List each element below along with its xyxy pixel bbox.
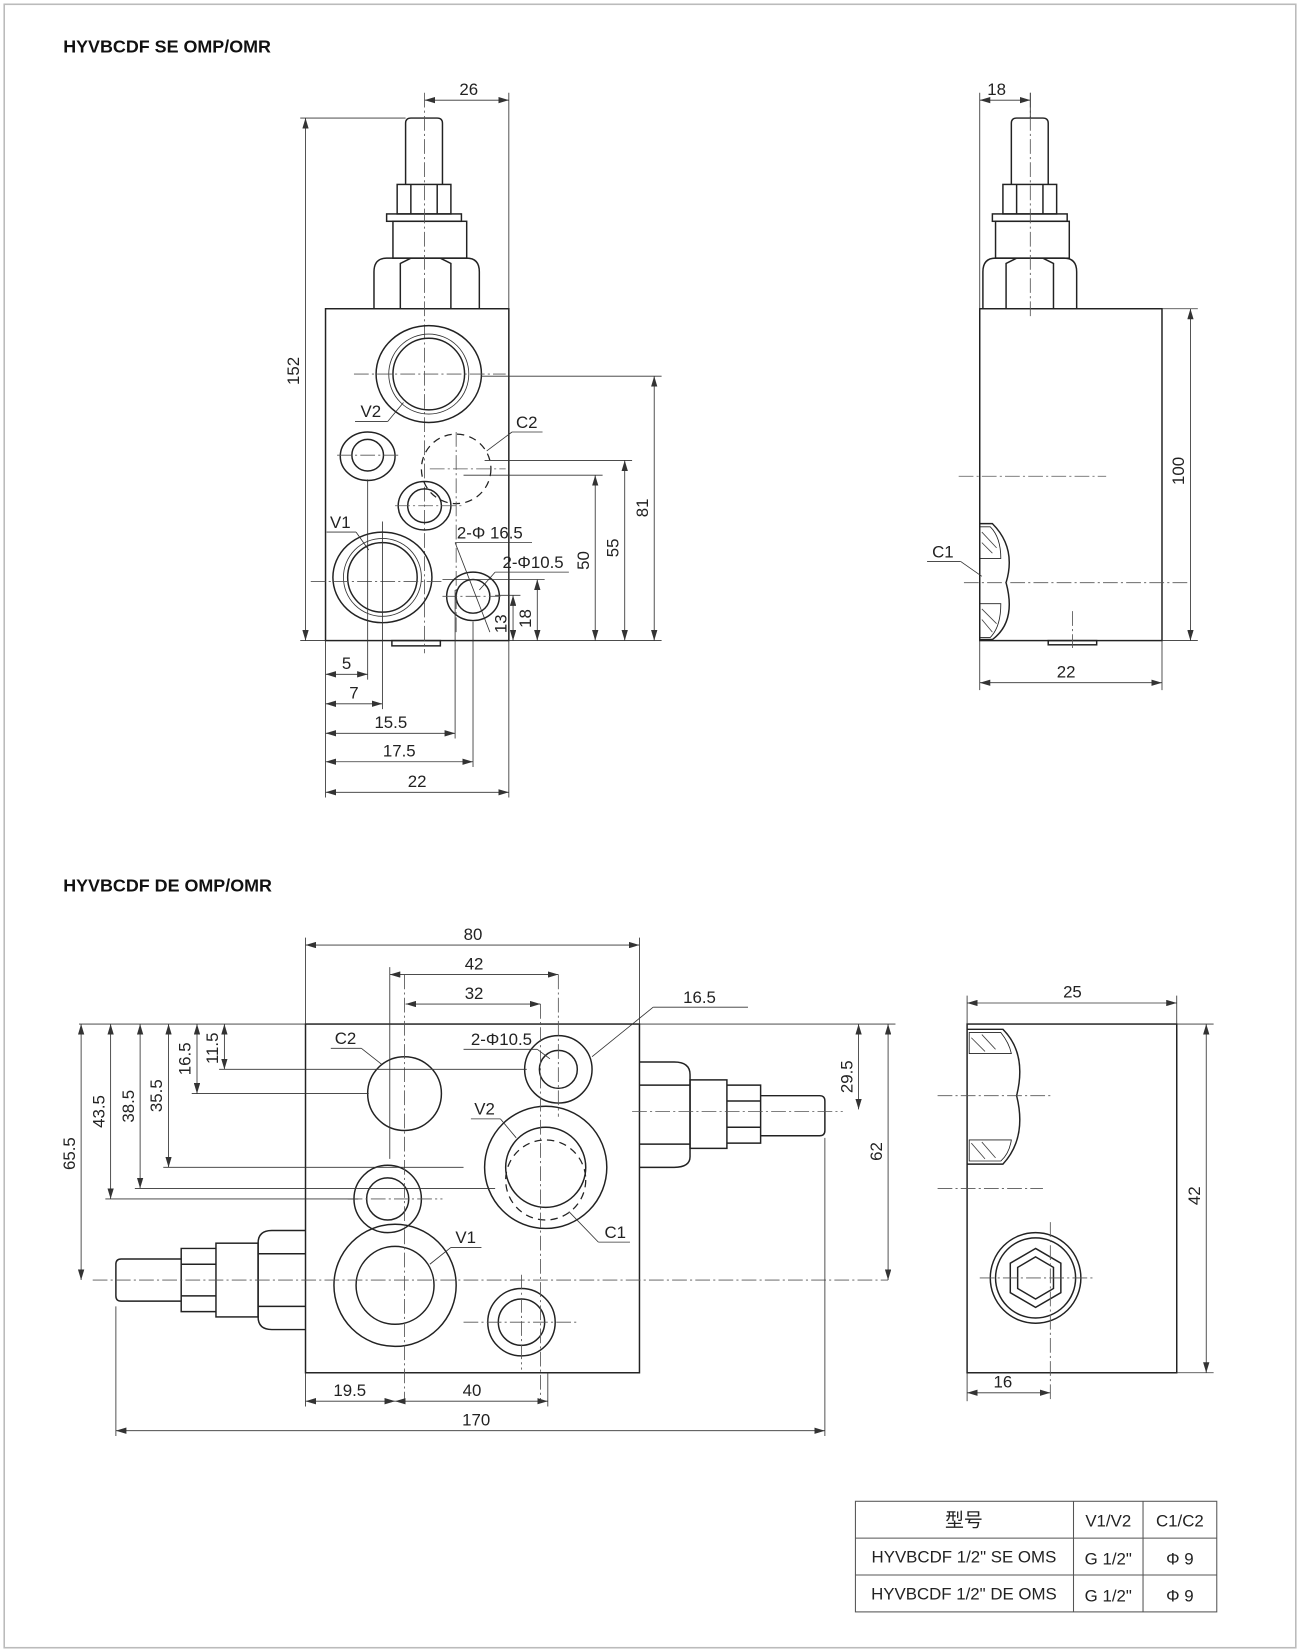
table-cell: HYVBCDF 1/2" SE OMS (872, 1547, 1057, 1566)
dimension-label: 19.5 (333, 1381, 366, 1400)
dimension-label: 16.5 (683, 988, 716, 1007)
dimension-label: 38.5 (119, 1090, 138, 1123)
hole-label-16-5: 2-Φ 16.5 (457, 523, 523, 542)
dimension-label: 16 (994, 1373, 1013, 1392)
dimension-label: 81 (633, 498, 652, 517)
extension-line (568, 1211, 599, 1243)
dimension-label: 7 (349, 684, 358, 703)
port-label-v1: V1 (330, 513, 351, 532)
table-header-v1v2: V1/V2 (1085, 1512, 1131, 1531)
table-cell: Φ 9 (1166, 1586, 1194, 1605)
extension-line (591, 1006, 654, 1058)
dimension-label: 26 (459, 80, 478, 99)
dimension-label: 152 (284, 357, 303, 385)
dimension-label: 25 (1063, 983, 1082, 1002)
dimension-label: 22 (1057, 662, 1076, 681)
dimension-label: 18 (516, 609, 535, 628)
sheet-border (3, 3, 1297, 1649)
de-side-view (937, 1023, 1178, 1402)
hole-label-10-5: 2-Φ10.5 (502, 553, 563, 572)
port-label-c2: C2 (516, 413, 538, 432)
dimension-label: 32 (465, 984, 484, 1003)
dimension-label: 62 (867, 1142, 886, 1161)
se-front-view (310, 92, 510, 654)
dimension-label: 35.5 (147, 1079, 166, 1112)
dimension-label: 15.5 (374, 713, 407, 732)
port-label-v2: V2 (361, 402, 382, 421)
extension-line (486, 431, 513, 452)
dimension-label: 13 (492, 614, 511, 633)
table-header-model: 型号 (945, 1510, 983, 1532)
dimension-label: 29.5 (837, 1060, 856, 1093)
extension-line (429, 1247, 452, 1265)
port-label-c1: C1 (604, 1223, 626, 1242)
extension-line (454, 542, 491, 633)
dimension-label: 80 (464, 925, 483, 944)
port-label-v2: V2 (474, 1100, 495, 1119)
spec-table: 型号 V1/V2 C1/C2 HYVBCDF 1/2" SE OMS G 1/2… (854, 1500, 1218, 1613)
title-se: HYVBCDF SE OMP/OMR (63, 37, 271, 57)
dimension-label: 5 (342, 654, 351, 673)
dimension-label: 22 (408, 772, 427, 791)
extension-line (960, 561, 983, 577)
port-label-c1: C1 (932, 542, 954, 561)
port-label-c2: C2 (335, 1029, 357, 1048)
dimension-label: 16.5 (176, 1042, 195, 1075)
extension-line (361, 1047, 382, 1065)
table-cell: G 1/2" (1085, 1549, 1132, 1568)
table-cell: HYVBCDF 1/2" DE OMS (871, 1584, 1057, 1603)
dimension-label: 65.5 (60, 1137, 79, 1170)
dimension-label: 40 (463, 1381, 482, 1400)
dimension-label: 11.5 (203, 1033, 222, 1065)
dimension-label: 17.5 (383, 741, 416, 760)
extension-line (387, 402, 404, 422)
extension-line (355, 531, 370, 551)
table-header-c1c2: C1/C2 (1156, 1512, 1204, 1531)
hole-label-10-5: 2-Φ10.5 (471, 1030, 532, 1049)
dimension-label: 55 (603, 539, 622, 558)
port-label-v1: V1 (455, 1228, 476, 1247)
dimension-label: 50 (574, 551, 593, 570)
dimension-label: 100 (1169, 457, 1188, 485)
extension-line (479, 571, 496, 591)
dimension-label: 170 (462, 1410, 490, 1429)
extension-line (500, 1118, 517, 1139)
title-de: HYVBCDF DE OMP/OMR (63, 875, 272, 895)
dimension-label: 42 (465, 954, 484, 973)
se-side-view (958, 92, 1191, 648)
dimension-label: 43.5 (89, 1095, 108, 1128)
dimension-label: 42 (1185, 1186, 1204, 1205)
dimension-label: 18 (987, 80, 1006, 99)
table-cell: Φ 9 (1166, 1549, 1194, 1568)
extension-line (537, 1049, 551, 1060)
table-cell: G 1/2" (1085, 1586, 1132, 1605)
